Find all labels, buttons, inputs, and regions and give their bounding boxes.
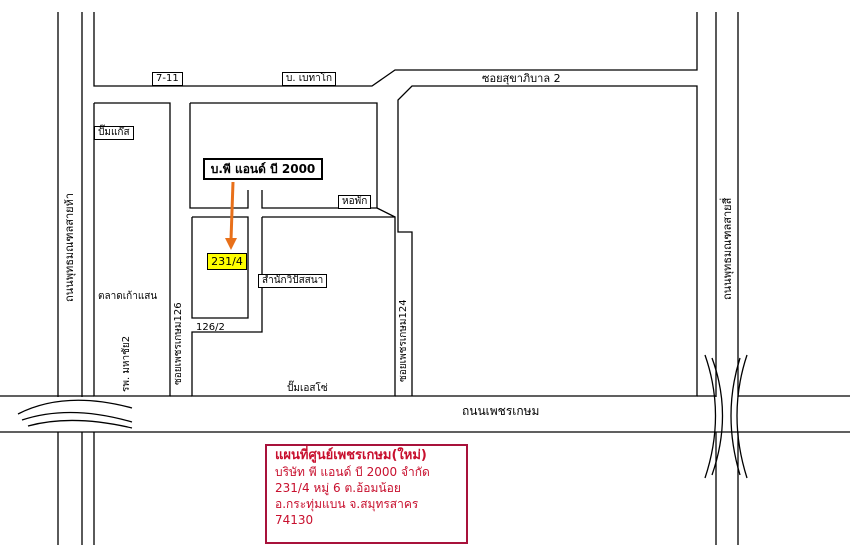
landmark-gas-pump: ปั๊มแก๊ส <box>94 126 134 140</box>
landmark-esso: ปั๊มเอสโซ่ <box>287 383 328 394</box>
landmark-hospital: รพ. มหาชัย2 <box>121 335 132 392</box>
block-lower-middle <box>191 216 396 397</box>
overpass-arc-right-4 <box>736 354 748 479</box>
info-district-line: อ.กระทุ่มแบน จ.สมุทรสาคร <box>275 497 419 511</box>
info-title: แผนที่ศูนย์เพชรเกษม(ใหม่) <box>275 448 427 463</box>
top-soi-north-edge <box>93 12 698 87</box>
landmark-betagro: บ. เบทาโก <box>282 72 337 86</box>
house-label-126-2: 126/2 <box>196 322 225 333</box>
overpass-arc-left-2 <box>21 411 133 423</box>
landmark-dormitory: หอพัก <box>338 195 372 209</box>
overpass-arc-right-2 <box>711 357 724 476</box>
road-label-right-vertical: ถนนพุทธมณฑลสายสี่ <box>721 197 734 300</box>
landmark-vipassana: สำนักวิปัสสนา <box>258 274 328 288</box>
overpass-arc-left-1 <box>17 399 133 415</box>
road-label-soi-126: ซอยเพชรเกษม126 <box>173 302 184 385</box>
direction-arrow-shaft <box>229 181 235 241</box>
landmark-seven-eleven: 7-11 <box>152 72 183 86</box>
address-info-box: แผนที่ศูนย์เพชรเกษม(ใหม่) บริษัท พี แอนด… <box>265 444 468 544</box>
direction-arrow-head <box>225 238 237 250</box>
corner-link <box>376 207 396 218</box>
info-postcode: 74130 <box>275 513 314 527</box>
landmark-market: ตลาดเก้าแสน <box>98 291 158 302</box>
road-label-soi-124: ซอยเพชรเกษม124 <box>398 299 409 382</box>
road-label-top-soi: ซอยสุขาภิบาล 2 <box>482 72 561 85</box>
block-lot <box>191 216 249 319</box>
road-label-main: ถนนเพชรเกษม <box>462 404 540 418</box>
block-top-middle <box>190 102 378 209</box>
block-top-middle-left <box>189 103 249 209</box>
block-right <box>397 85 698 397</box>
info-address-line: 231/4 หมู่ 6 ต.อ้อมน้อย <box>275 481 401 495</box>
company-label: บ.พี แอนด์ บี 2000 <box>203 158 323 180</box>
overpass-arc-right-3 <box>730 357 741 476</box>
overpass-arc-left-3 <box>27 419 133 429</box>
address-badge: 231/4 <box>207 253 247 270</box>
road-label-left-vertical: ถนนพุทธมณฑลสายห้า <box>63 192 76 302</box>
info-company: บริษัท พี แอนด์ บี 2000 จำกัด <box>275 465 430 479</box>
overpass-arc-right-1 <box>704 354 717 479</box>
